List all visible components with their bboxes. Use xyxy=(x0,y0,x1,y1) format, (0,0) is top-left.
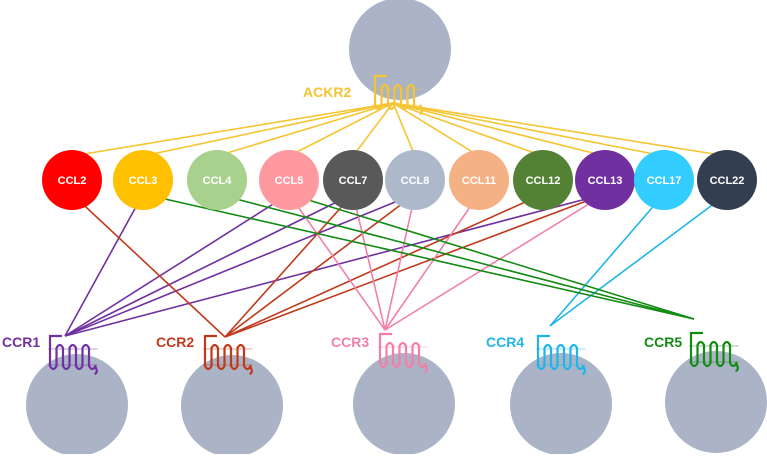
ligand-ccl13-label: CCL13 xyxy=(588,175,623,187)
ccr3-ccl8-link xyxy=(384,193,416,331)
ligand-ccl5-circle xyxy=(259,150,319,210)
ackr2-ccl13-link xyxy=(392,102,606,157)
ccr2-ccl2-link xyxy=(71,193,226,338)
ackr2-ccl4-link xyxy=(216,102,394,157)
ccr1-label: CCR1 xyxy=(2,334,40,350)
ligand-ccl3: CCL3 xyxy=(113,150,173,210)
ccr3-cell xyxy=(353,353,455,455)
ccr4-ccl17-link xyxy=(549,193,665,327)
ligand-ccl3-label: CCL3 xyxy=(129,175,158,187)
ackr2-ccl22-link xyxy=(392,102,728,157)
ligand-ccl11-label: CCL11 xyxy=(462,175,496,187)
ligand-ccl22: CCL22 xyxy=(697,150,757,210)
ackr2-ccl3-link xyxy=(142,102,394,157)
ccr2-label: CCR2 xyxy=(156,334,194,350)
ccr1-ccl8-link xyxy=(64,193,416,337)
ccr4-cell xyxy=(510,353,612,455)
ccr1-receptor-icon xyxy=(48,334,98,376)
ligand-ccl13: CCL13 xyxy=(575,150,635,210)
ccr5-ccl3-link xyxy=(142,193,695,320)
ackr2-label: ACKR2 xyxy=(303,84,351,100)
ligand-ccl5: CCL5 xyxy=(259,150,319,210)
ligand-ccl2: CCL2 xyxy=(42,150,102,210)
connection-lines xyxy=(64,102,728,338)
ccr1-cell xyxy=(26,354,128,456)
ccr2-receptor-icon xyxy=(203,334,253,376)
ligand-ccl4-label: CCL4 xyxy=(203,175,233,187)
ccr2-cell xyxy=(181,355,283,457)
ccr5-receptor-icon xyxy=(689,331,739,373)
ligand-ccl17-label: CCL17 xyxy=(647,175,682,187)
ccr3-label: CCR3 xyxy=(331,334,369,350)
ligand-ccl22-circle xyxy=(697,150,757,210)
ligand-ccl5-label: CCL5 xyxy=(275,175,304,187)
ligand-nodes: CCL2 CCL3 CCL4 CCL5 CCL7 CCL8 CCL11 CCL12 CCL13 C… xyxy=(42,150,757,210)
ccr4-ccl22-link xyxy=(549,193,728,327)
ccr3-ccl5-link xyxy=(288,193,386,331)
ligand-ccl7-label: CCL7 xyxy=(339,175,368,187)
ligand-ccl22-label: CCL22 xyxy=(710,175,745,187)
ligand-ccl7-circle xyxy=(323,150,383,210)
ligand-ccl12-circle xyxy=(513,150,573,210)
ackr2-ccl5-link xyxy=(288,102,394,157)
ligand-ccl2-circle xyxy=(42,150,102,210)
receptor-icons xyxy=(48,74,739,376)
ligand-ccl3-circle xyxy=(113,150,173,210)
ccr5-ccl4-link xyxy=(216,193,695,320)
ccr2-ccl13-link xyxy=(224,193,606,338)
ackr2-ccl17-link xyxy=(392,102,665,157)
ligand-ccl8: CCL8 xyxy=(385,150,445,210)
ackr2-receptor-icon xyxy=(373,74,423,116)
ccr1-ccl5-link xyxy=(64,193,290,337)
ccr1-ccl3-link xyxy=(64,193,144,337)
ccr3-ccl7-link xyxy=(352,193,386,331)
ccr5-cell xyxy=(665,351,767,453)
ligand-ccl4-circle xyxy=(187,150,247,210)
ccr5-label: CCR5 xyxy=(644,334,682,350)
ackr2-ccl8-link xyxy=(392,102,416,157)
ligand-ccl8-label: CCL8 xyxy=(401,175,430,187)
ccr3-receptor-icon xyxy=(378,332,428,374)
ccr2-ccl7-link xyxy=(224,193,354,338)
ligand-ccl17-circle xyxy=(634,150,694,210)
ccr4-receptor-icon xyxy=(536,334,586,376)
ligand-ccl11-circle xyxy=(449,150,509,210)
ccr1-ccl13-link xyxy=(64,193,606,337)
ligand-ccl2-label: CCL2 xyxy=(58,175,87,187)
ccr3-ccl13-link xyxy=(384,193,606,331)
ligand-ccl12-label: CCL12 xyxy=(526,175,561,187)
ligand-ccl7: CCL7 xyxy=(323,150,383,210)
ccr3-ccl11-link xyxy=(384,193,480,331)
ligand-ccl17: CCL17 xyxy=(634,150,694,210)
ackr2-ccl7-link xyxy=(352,102,394,157)
ligand-ccl13-circle xyxy=(575,150,635,210)
ccr5-ccl5-link xyxy=(288,193,695,320)
ccr2-ccl8-link xyxy=(224,193,416,338)
ackr2-ccl11-link xyxy=(392,102,480,157)
ligand-ccl11: CCL11 xyxy=(449,150,509,210)
ackr2-ccl2-link xyxy=(71,102,394,157)
ackr2-ccl12-link xyxy=(392,102,544,157)
ligand-ccl12: CCL12 xyxy=(513,150,573,210)
ccr2-ccl12-link xyxy=(224,193,544,338)
ligand-ccl8-circle xyxy=(385,150,445,210)
ccr4-label: CCR4 xyxy=(486,334,524,350)
ccr1-ccl7-link xyxy=(64,193,354,337)
ligand-ccl4: CCL4 xyxy=(187,150,247,210)
